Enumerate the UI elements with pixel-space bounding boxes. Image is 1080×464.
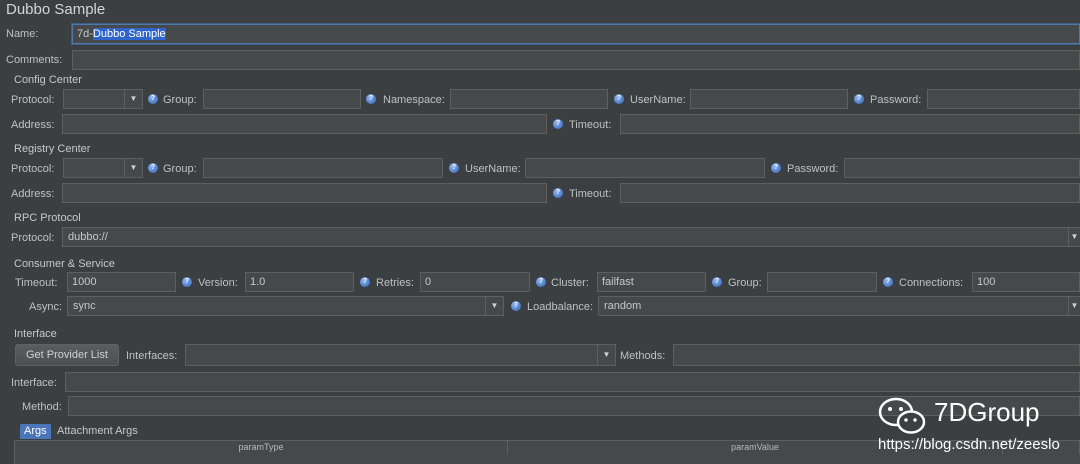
comments-input[interactable] <box>72 50 1080 70</box>
cs-async-label: Async: <box>29 301 63 313</box>
cc-namespace-label: Namespace: <box>383 94 445 106</box>
cs-version-label: Version: <box>198 277 238 289</box>
name-label: Name: <box>6 28 39 40</box>
rc-username-label: UserName: <box>465 163 521 175</box>
interfaces-select[interactable]: ▼ <box>185 344 616 366</box>
chevron-down-icon: ▼ <box>1068 297 1080 315</box>
tab-args[interactable]: Args <box>20 424 51 439</box>
cs-retries-label: Retries: <box>376 277 414 289</box>
rc-group-label: Group: <box>163 163 197 175</box>
rpc-protocol-title: RPC Protocol <box>14 212 81 224</box>
cc-protocol-label: Protocol: <box>11 94 55 106</box>
help-icon[interactable]: ? <box>366 94 376 104</box>
cc-timeout-label: Timeout: <box>569 119 612 131</box>
rc-group-input[interactable] <box>203 158 443 178</box>
chevron-down-icon: ▼ <box>124 159 142 177</box>
cs-group-input[interactable] <box>767 272 877 292</box>
help-icon[interactable]: ? <box>553 188 563 198</box>
help-icon[interactable]: ? <box>148 163 158 173</box>
config-center-title: Config Center <box>14 74 82 86</box>
column-header-paramtype[interactable]: paramType <box>238 442 284 452</box>
rc-username-input[interactable] <box>525 158 765 178</box>
chevron-down-icon: ▼ <box>124 90 142 108</box>
help-icon[interactable]: ? <box>360 277 370 287</box>
help-icon[interactable]: ? <box>854 94 864 104</box>
rc-address-input[interactable] <box>62 183 547 203</box>
consumer-service-title: Consumer & Service <box>14 258 115 270</box>
help-icon[interactable]: ? <box>449 163 459 173</box>
chevron-down-icon: ▼ <box>1068 228 1080 246</box>
column-divider <box>1002 441 1003 455</box>
interface-section-title: Interface <box>14 328 57 340</box>
rc-address-label: Address: <box>11 188 55 200</box>
cc-address-label: Address: <box>11 119 55 131</box>
interface-input[interactable] <box>65 372 1080 392</box>
help-icon[interactable]: ? <box>511 301 521 311</box>
cs-connections-input[interactable]: 100 <box>972 272 1080 292</box>
cs-timeout-label: Timeout: <box>15 277 58 289</box>
rc-protocol-select[interactable]: ▼ <box>63 158 143 178</box>
help-icon[interactable]: ? <box>712 277 722 287</box>
help-icon[interactable]: ? <box>148 94 158 104</box>
cc-group-label: Group: <box>163 94 197 106</box>
name-value-prefix: 7d- <box>77 28 93 40</box>
help-icon[interactable]: ? <box>182 277 192 287</box>
name-input[interactable]: 7d-Dubbo Sample <box>72 24 1080 44</box>
rc-protocol-label: Protocol: <box>11 163 55 175</box>
cs-loadbalance-label: Loadbalance: <box>527 301 594 313</box>
methods-input[interactable] <box>673 344 1080 366</box>
cc-timeout-input[interactable] <box>620 114 1080 134</box>
rc-password-label: Password: <box>787 163 839 175</box>
cc-username-input[interactable] <box>690 89 848 109</box>
rpc-protocol-value: dubbo:// <box>68 231 108 243</box>
cs-cluster-input[interactable]: failfast <box>597 272 706 292</box>
help-icon[interactable]: ? <box>536 277 546 287</box>
cc-protocol-select[interactable]: ▼ <box>63 89 143 109</box>
cs-async-select[interactable]: sync ▼ <box>67 296 504 316</box>
comments-label: Comments: <box>6 54 63 66</box>
cs-cluster-label: Cluster: <box>551 277 589 289</box>
rc-timeout-label: Timeout: <box>569 188 612 200</box>
get-provider-list-button[interactable]: Get Provider List <box>15 344 119 366</box>
help-icon[interactable]: ? <box>771 163 781 173</box>
column-divider <box>507 441 508 455</box>
help-icon[interactable]: ? <box>614 94 624 104</box>
chevron-down-icon: ▼ <box>597 345 615 365</box>
window-title: Dubbo Sample <box>6 1 106 18</box>
cc-password-label: Password: <box>870 94 922 106</box>
rc-timeout-input[interactable] <box>620 183 1080 203</box>
rc-password-input[interactable] <box>844 158 1080 178</box>
methods-label: Methods: <box>620 350 666 362</box>
cs-group-label: Group: <box>728 277 762 289</box>
cc-group-input[interactable] <box>203 89 361 109</box>
interfaces-label: Interfaces: <box>126 350 178 362</box>
cs-timeout-input[interactable]: 1000 <box>67 272 176 292</box>
cc-namespace-input[interactable] <box>450 89 608 109</box>
registry-center-title: Registry Center <box>14 143 91 155</box>
cs-loadbalance-value: random <box>604 300 642 312</box>
cc-address-input[interactable] <box>62 114 547 134</box>
cc-username-label: UserName: <box>630 94 686 106</box>
cs-async-value: sync <box>73 300 96 312</box>
cs-connections-label: Connections: <box>899 277 964 289</box>
cs-version-input[interactable]: 1.0 <box>245 272 354 292</box>
method-label: Method: <box>22 401 62 413</box>
watermark-url: https://blog.csdn.net/zeeslo <box>878 436 1060 453</box>
watermark-brand: 7DGroup <box>934 397 1040 427</box>
chevron-down-icon: ▼ <box>485 297 503 315</box>
help-icon[interactable]: ? <box>883 277 893 287</box>
cc-password-input[interactable] <box>927 89 1080 109</box>
tab-attachment-args[interactable]: Attachment Args <box>57 425 138 437</box>
args-table-body[interactable] <box>14 454 1080 464</box>
help-icon[interactable]: ? <box>553 119 563 129</box>
rpc-protocol-select[interactable]: dubbo:// ▼ <box>62 227 1080 247</box>
rpc-protocol-label: Protocol: <box>11 232 55 244</box>
wechat-icon <box>878 397 926 434</box>
cs-loadbalance-select[interactable]: random ▼ <box>598 296 1080 316</box>
name-value-selected: Dubbo Sample <box>92 28 166 40</box>
watermark: 7DGroup https://blog.csdn.net/zeeslo <box>878 392 1068 462</box>
cs-retries-input[interactable]: 0 <box>420 272 530 292</box>
column-header-paramvalue[interactable]: paramValue <box>731 442 779 452</box>
interface-label: Interface: <box>11 377 57 389</box>
